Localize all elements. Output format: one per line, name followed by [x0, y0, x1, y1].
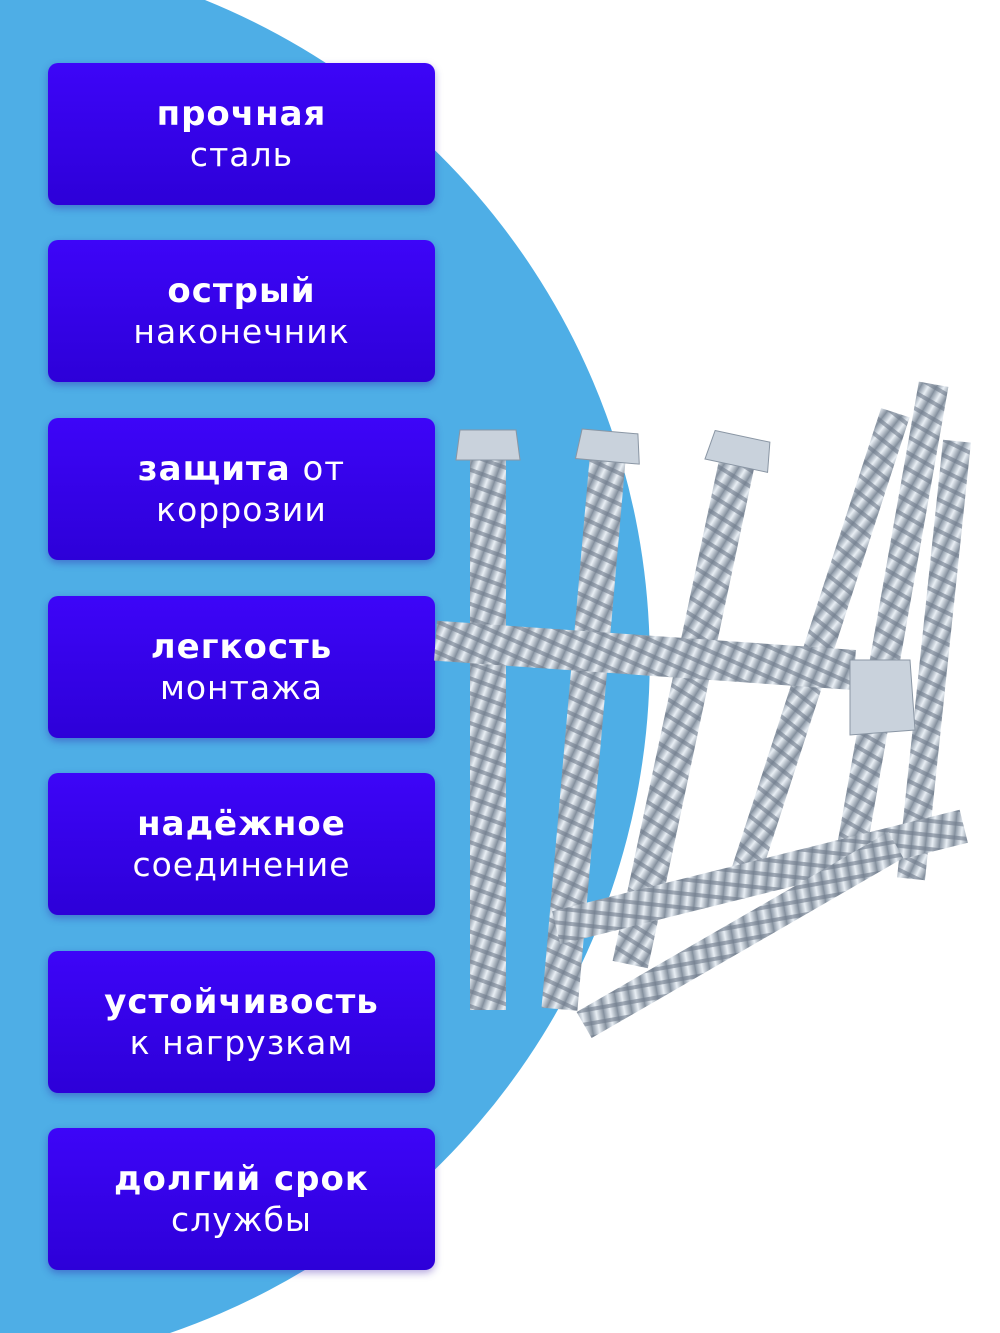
feature-subtitle: коррозии — [156, 490, 327, 529]
screws-image — [434, 381, 971, 1038]
feature-subtitle: к нагрузкам — [129, 1023, 354, 1062]
screw-lower-diagonal — [552, 809, 968, 1038]
feature-subtitle: наконечник — [133, 312, 350, 351]
feature-title-extra: от — [290, 449, 346, 489]
feature-subtitle: сталь — [189, 135, 294, 174]
screw-vertical-1 — [455, 429, 521, 1010]
feature-box-long-service: долгий срок службы — [48, 1128, 435, 1270]
feature-subtitle: монтажа — [159, 668, 324, 707]
feature-box-easy-install: легкость монтажа — [48, 596, 435, 738]
feature-title: острый — [167, 271, 316, 311]
feature-box-strong-steel: прочная сталь — [48, 63, 435, 205]
screw-vertical-3 — [612, 429, 771, 969]
feature-box-reliable-connection: надёжное соединение — [48, 773, 435, 915]
feature-title: легкость — [150, 627, 333, 667]
screw-horizontal — [434, 620, 916, 736]
feature-title: прочная — [156, 94, 327, 134]
feature-title: защита — [137, 449, 291, 489]
feature-title: устойчивость — [104, 982, 379, 1022]
feature-title: долгий срок — [114, 1159, 369, 1199]
feature-box-corrosion-protection: защита от коррозии — [48, 418, 435, 560]
feature-subtitle: соединение — [132, 845, 351, 884]
feature-box-sharp-tip: острый наконечник — [48, 240, 435, 382]
feature-title: надёжное — [137, 804, 346, 844]
screw-vertical-2 — [541, 428, 640, 1011]
feature-box-load-resistance: устойчивость к нагрузкам — [48, 951, 435, 1093]
feature-subtitle: службы — [171, 1200, 312, 1239]
